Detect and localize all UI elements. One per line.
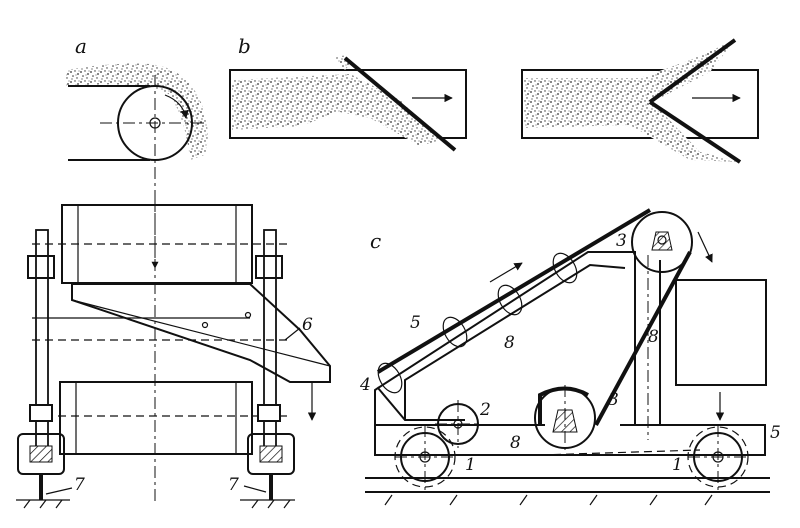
head-pulley-hub bbox=[657, 235, 667, 245]
panel-c-label: c bbox=[370, 229, 381, 253]
leader-6 bbox=[284, 327, 301, 341]
label-part-3-top: 3 bbox=[616, 231, 627, 251]
left-post bbox=[35, 229, 49, 461]
left-bearing-top bbox=[27, 255, 55, 279]
label-part-1-left: 1 bbox=[465, 455, 476, 475]
chute-inner-line bbox=[71, 299, 331, 367]
lower-drum bbox=[59, 381, 253, 455]
label-part-1-right: 1 bbox=[672, 455, 683, 475]
idler-2 bbox=[442, 316, 468, 348]
material-on-belt-b2 bbox=[524, 40, 740, 162]
panel-c-side-view: c bbox=[359, 208, 781, 506]
head-pulley-c bbox=[631, 211, 693, 273]
right-wheel-hub bbox=[259, 445, 283, 463]
chute-bolt-1 bbox=[201, 321, 209, 329]
label-part-7-right: 7 bbox=[228, 475, 239, 495]
label-part-4: 4 bbox=[359, 375, 371, 395]
incline-frame bbox=[377, 251, 636, 425]
belt-b1 bbox=[229, 69, 467, 139]
panel-b-label: b bbox=[238, 34, 251, 58]
left-wheel-hub bbox=[29, 445, 53, 463]
idler-group bbox=[377, 252, 578, 394]
discharge-chute bbox=[71, 283, 331, 383]
head-discharge-arrow bbox=[697, 231, 713, 263]
label-part-3-bottom: 3 bbox=[608, 390, 619, 410]
label-part-8-belt: 8 bbox=[504, 333, 515, 353]
panel-b-v-plough bbox=[521, 38, 759, 164]
label-part-5-belt: 5 bbox=[410, 313, 421, 333]
label-part-7-left: 7 bbox=[74, 475, 85, 495]
label-part-8-frame: 8 bbox=[510, 433, 521, 453]
label-part-5-floor: 5 bbox=[770, 423, 781, 443]
ground-hatch-right bbox=[251, 499, 291, 509]
plough-blade-b1 bbox=[343, 56, 457, 152]
rotation-arrow-a bbox=[164, 94, 189, 119]
leader-7-right bbox=[243, 485, 267, 493]
right-bearing-mid bbox=[257, 404, 281, 422]
panel-a-roller-discharge: a bbox=[66, 34, 208, 505]
left-bearing-mid bbox=[29, 404, 53, 422]
chute-bolt-2 bbox=[244, 311, 252, 319]
hopper-box bbox=[675, 279, 767, 386]
drive-wheel bbox=[435, 400, 480, 448]
ground-hatch-left bbox=[23, 499, 63, 509]
wheel-left bbox=[394, 425, 456, 490]
head-pulley-bearing bbox=[651, 231, 673, 251]
label-part-2: 2 bbox=[479, 400, 491, 420]
panel-b-single-plough: b bbox=[229, 34, 467, 152]
lower-pulley-bearing bbox=[552, 409, 578, 433]
label-part-8-post: 8 bbox=[648, 327, 659, 347]
panel-a-label: a bbox=[75, 34, 87, 58]
conveyor-belt-return bbox=[594, 251, 692, 426]
front-view-tripper: 6 7 7 bbox=[16, 200, 331, 509]
right-post bbox=[263, 229, 277, 461]
leader-7-left bbox=[45, 487, 73, 495]
v-plough-blade-lower bbox=[648, 100, 742, 164]
belt-return-lower bbox=[539, 449, 701, 456]
idler-3 bbox=[497, 284, 523, 316]
right-bearing-top bbox=[255, 255, 283, 279]
material-on-belt-a bbox=[66, 63, 208, 160]
v-plough-blade-upper bbox=[648, 38, 737, 104]
wheel-right bbox=[687, 425, 749, 490]
belt-b2 bbox=[521, 69, 759, 139]
idler-1 bbox=[377, 362, 403, 394]
conveyor-belt-upper bbox=[376, 208, 652, 374]
ground-hatch-c bbox=[384, 494, 713, 506]
label-part-6: 6 bbox=[302, 315, 313, 335]
material-on-belt-b1 bbox=[232, 74, 440, 146]
belt-direction-arrow bbox=[489, 262, 523, 283]
idler-4 bbox=[552, 252, 578, 284]
